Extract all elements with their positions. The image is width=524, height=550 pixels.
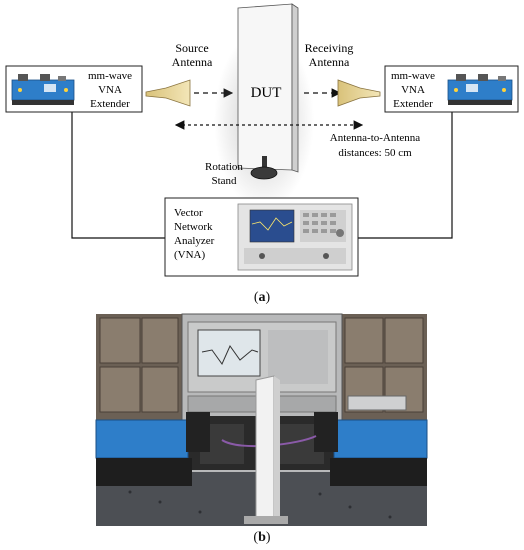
left-extender-device (11, 74, 75, 105)
dut-photo (244, 375, 288, 524)
measurement-setup-photo (95, 313, 428, 526)
distance-line2: distances: 50 cm (338, 147, 412, 159)
receiving-antenna-line1: Receiving (305, 41, 354, 55)
vna-line3: Analyzer (174, 235, 215, 247)
left-cable (71, 112, 165, 239)
right-cable (358, 112, 453, 239)
right-extender-device (447, 74, 513, 105)
background-cabinets (99, 317, 424, 413)
dut-panel: DUT (237, 3, 299, 173)
right-extender-line2: VNA (401, 84, 425, 96)
distance-line1: Antenna-to-Antenna (330, 132, 421, 144)
rotation-stand-line1: Rotation (205, 161, 243, 173)
dut-label: DUT (251, 85, 282, 101)
right-extender-line3: Extender (393, 98, 433, 110)
measurement-setup-diagram: mm-wave VNA Extender mm-wave VNA Extende… (5, 3, 519, 277)
receiving-antenna-line2: Antenna (309, 55, 350, 69)
vna-instrument (237, 203, 353, 271)
rotation-stand-line2: Stand (211, 175, 237, 187)
vna-line1: Vector (174, 207, 203, 219)
left-extender-box: mm-wave VNA Extender (5, 65, 143, 113)
source-antenna-line2: Antenna (172, 55, 213, 69)
source-antenna-horn (145, 79, 191, 107)
vna-box: Vector Network Analyzer (VNA) (164, 197, 359, 277)
vna-line4: (VNA) (174, 249, 205, 261)
right-extender-box: mm-wave VNA Extender (384, 65, 519, 113)
left-extender-line1: mm-wave (88, 70, 132, 82)
vna-line2: Network (174, 221, 213, 233)
caption-a: (a) (253, 290, 271, 305)
left-extender-line3: Extender (90, 98, 130, 110)
rotation-stand (250, 156, 278, 180)
right-extender-line1: mm-wave (391, 70, 435, 82)
right-extender-photo (314, 395, 428, 486)
receiving-antenna-horn (337, 79, 381, 107)
source-antenna-line1: Source (175, 41, 208, 55)
left-extender-line2: VNA (98, 84, 122, 96)
caption-b: (b) (253, 530, 271, 545)
left-extender-photo (95, 412, 210, 486)
